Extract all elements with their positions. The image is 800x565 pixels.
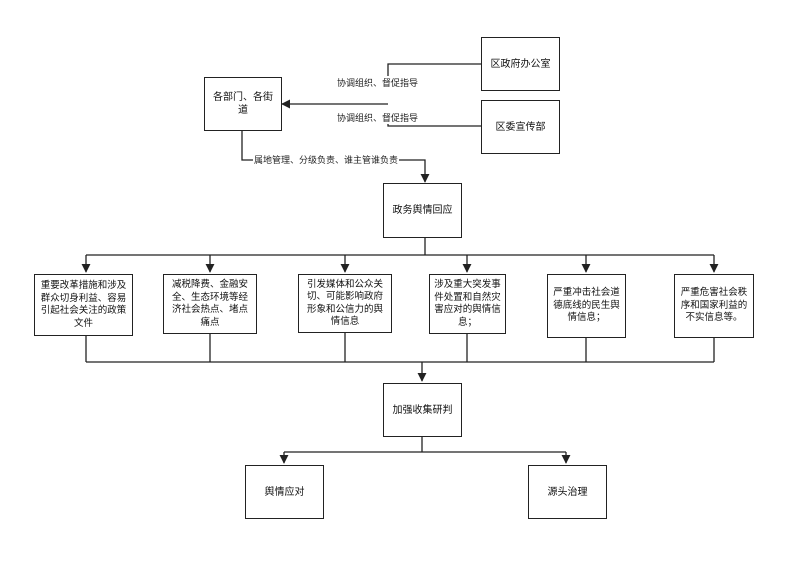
category-box-6: 严重危害社会秩序和国家利益的不实信息等。 [674, 274, 754, 338]
category-box-1: 重要改革措施和涉及群众切身利益、容易引起社会关注的政策文件 [34, 274, 133, 336]
collect-analyze-box: 加强收集研判 [383, 383, 462, 437]
principle-label: 属地管理、分级负责、谁主管谁负责 [253, 153, 400, 166]
category-box-5: 严重冲击社会道德底线的民生舆情信息； [547, 274, 626, 338]
gov-opinion-box: 政务舆情回应 [383, 183, 462, 238]
source-governance-box: 源头治理 [528, 465, 607, 519]
coordination-label-bottom: 协调组织、督促指导 [336, 111, 420, 124]
district-office-box: 区政府办公室 [481, 37, 560, 91]
category-box-4: 涉及重大突发事件处置和自然灾害应对的舆情信息； [429, 274, 506, 334]
opinion-response-box: 舆情应对 [245, 465, 324, 519]
departments-box: 各部门、各街道 [204, 77, 282, 131]
category-box-3: 引发媒体和公众关切、可能影响政府形象和公信力的舆情信息 [298, 274, 392, 333]
category-box-2: 减税降费、金融安全、生态环境等经济社会热点、堵点痛点 [163, 274, 257, 334]
coordination-label-top: 协调组织、督促指导 [336, 76, 420, 89]
publicity-dept-box: 区委宣传部 [481, 100, 560, 154]
